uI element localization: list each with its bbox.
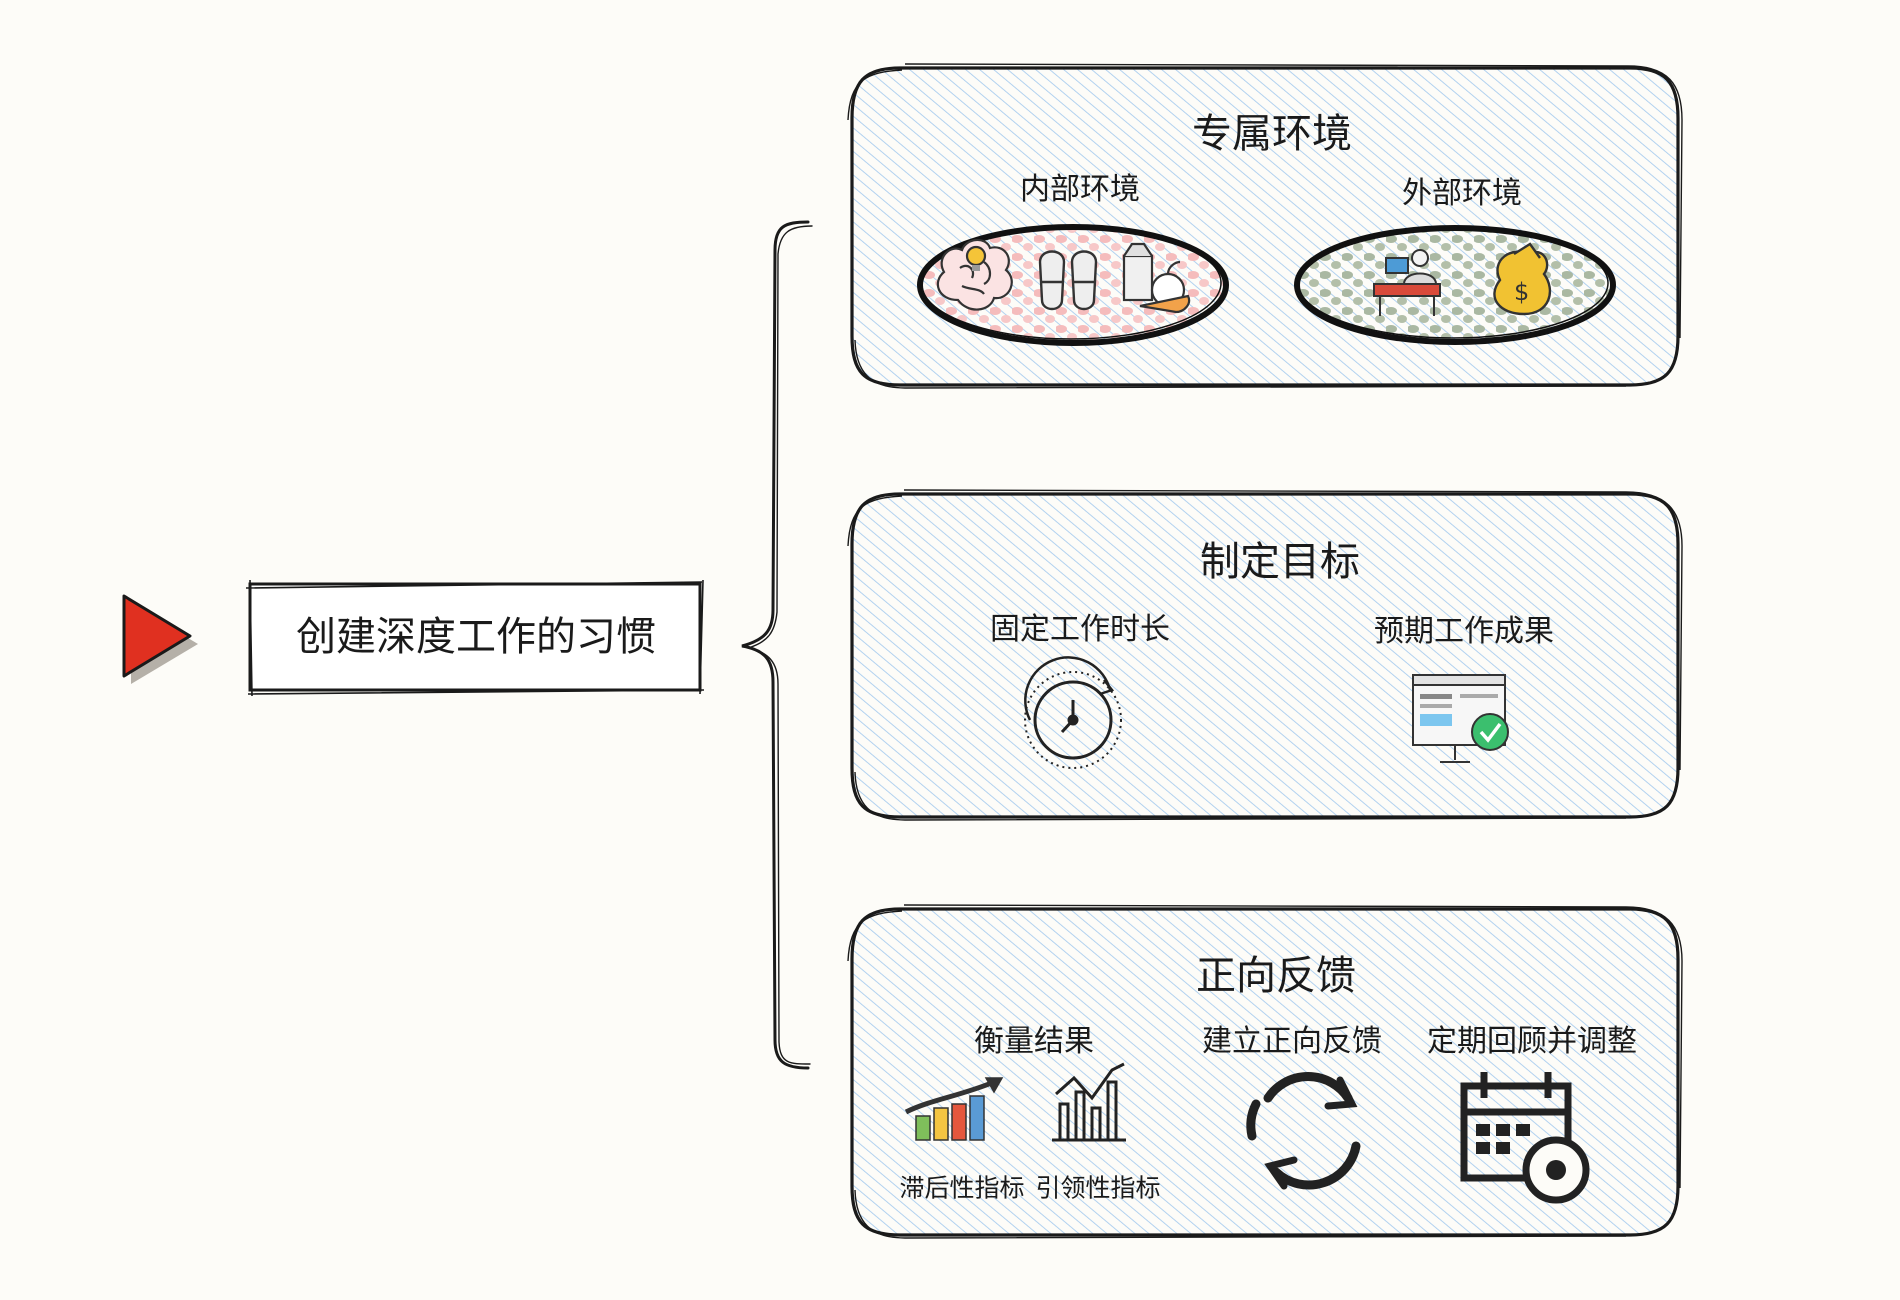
panel-title-exclusive-environment: 专属环境 bbox=[1192, 111, 1352, 157]
label-leading-indicators: 引领性指标 bbox=[1035, 1173, 1161, 1203]
root-node-label: 创建深度工作的习惯 bbox=[296, 614, 656, 660]
start-arrow-icon bbox=[122, 594, 198, 684]
line-bar-chart-icon bbox=[1052, 1062, 1126, 1142]
label-build-feedback: 建立正向反馈 bbox=[1202, 1024, 1382, 1059]
monitor-check-icon bbox=[1412, 674, 1509, 763]
label-periodic-review: 定期回顾并调整 bbox=[1427, 1024, 1637, 1059]
desk-worker-icon bbox=[1373, 249, 1441, 316]
label-measure-results: 衡量结果 bbox=[974, 1024, 1094, 1059]
label-expected-outcomes: 预期工作成果 bbox=[1374, 614, 1554, 649]
svg-text:$: $ bbox=[1514, 278, 1529, 306]
panel-positive-feedback bbox=[847, 904, 1683, 1239]
panel-title-set-goals: 制定目标 bbox=[1200, 539, 1360, 585]
refresh-cycle-icon bbox=[1246, 1072, 1361, 1190]
calendar-review-icon bbox=[1460, 1072, 1590, 1204]
label-lagging-indicators: 滞后性指标 bbox=[899, 1173, 1025, 1203]
external-environment-ellipse bbox=[1294, 225, 1616, 345]
money-bag-icon: $ bbox=[1493, 242, 1552, 316]
branch-brace bbox=[741, 220, 813, 1070]
bar-growth-chart-icon bbox=[904, 1077, 1004, 1141]
label-external-environment: 外部环境 bbox=[1402, 176, 1522, 211]
label-internal-environment: 内部环境 bbox=[1020, 172, 1140, 207]
stopwatch-icon bbox=[1024, 656, 1122, 769]
label-fixed-work-hours: 固定工作时长 bbox=[990, 612, 1170, 647]
groceries-icon bbox=[1122, 242, 1191, 314]
slippers-icon bbox=[1038, 250, 1098, 311]
brain-lightbulb-icon bbox=[936, 238, 1013, 311]
panel-title-positive-feedback: 正向反馈 bbox=[1196, 953, 1356, 999]
root-node-box bbox=[245, 579, 705, 697]
